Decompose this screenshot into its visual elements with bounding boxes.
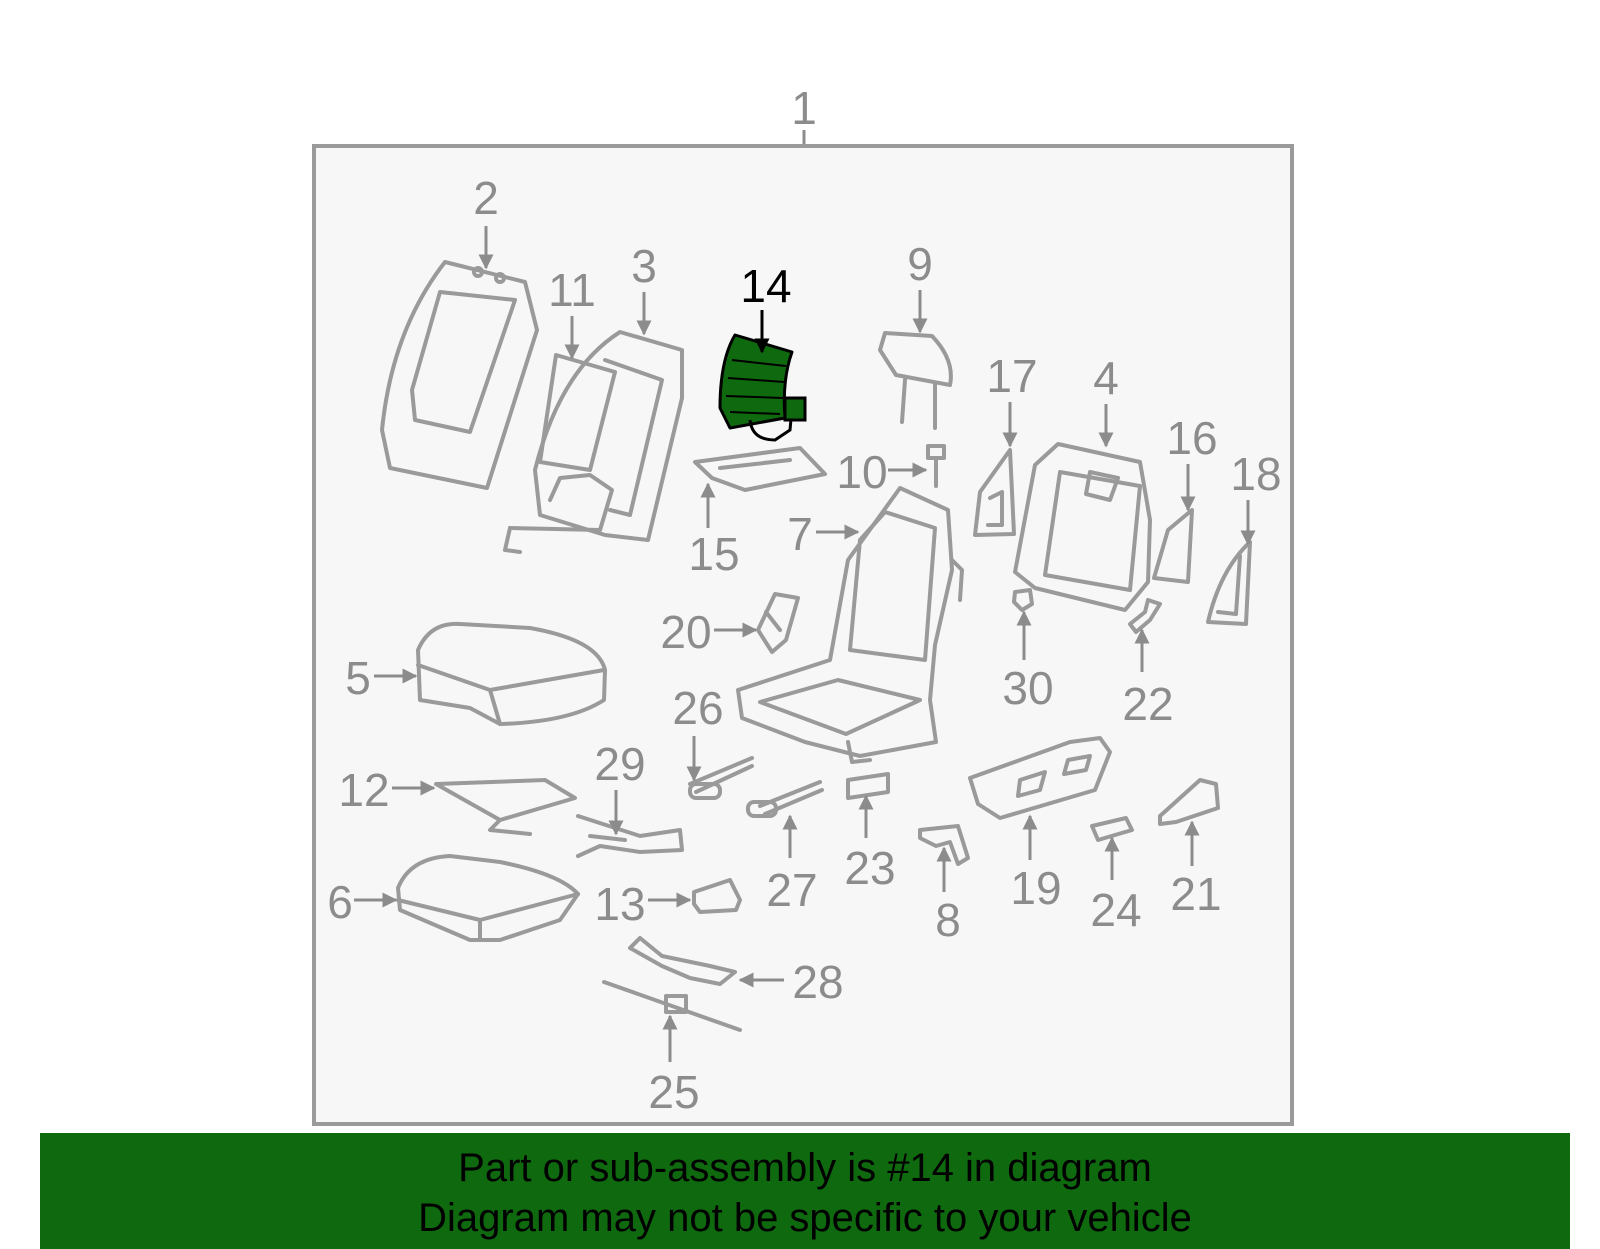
part-7-seat-frame <box>736 486 964 764</box>
part-21-handle <box>1158 778 1220 826</box>
callout-22: 22 <box>1122 678 1173 730</box>
callout-20: 20 <box>660 606 711 658</box>
callout-9: 9 <box>907 238 933 290</box>
callout-16: 16 <box>1166 412 1217 464</box>
callout-15: 15 <box>688 528 739 580</box>
callout-14: 14 <box>740 260 791 312</box>
info-banner: Part or sub-assembly is #14 in diagram D… <box>40 1133 1570 1249</box>
callout-6: 6 <box>327 876 353 928</box>
part-24-trim <box>1090 816 1134 842</box>
part-10-guide <box>926 444 946 488</box>
part-8-bracket <box>918 824 970 866</box>
part-3-back-cover <box>503 330 684 554</box>
callout-17: 17 <box>986 350 1037 402</box>
callout-12: 12 <box>338 764 389 816</box>
callout-30: 30 <box>1002 662 1053 714</box>
callout-3: 3 <box>631 240 657 292</box>
banner-line-2: Diagram may not be specific to your vehi… <box>418 1196 1192 1240</box>
part-28-rail <box>628 936 737 986</box>
callout-1: 1 <box>791 82 817 134</box>
part-20-trim-piece <box>756 592 800 654</box>
part-13-switch <box>692 878 742 914</box>
part-29-harness <box>576 814 684 858</box>
callout-23: 23 <box>844 842 895 894</box>
callout-13: 13 <box>594 878 645 930</box>
callout-29: 29 <box>594 738 645 790</box>
callout-8: 8 <box>935 894 961 946</box>
callout-19: 19 <box>1010 862 1061 914</box>
part-25-cable <box>602 980 742 1032</box>
callout-21: 21 <box>1170 868 1221 920</box>
part-11-back-pad <box>538 353 617 472</box>
assembly-frame <box>312 144 1294 1126</box>
callout-11: 11 <box>548 264 596 316</box>
part-23-pad <box>846 772 890 800</box>
part-17-side-trim <box>973 448 1016 537</box>
part-5-seat-cushion <box>416 621 607 726</box>
callout-28: 28 <box>792 956 843 1008</box>
banner-line-1: Part or sub-assembly is #14 in diagram <box>458 1146 1152 1190</box>
callout-18: 18 <box>1230 448 1281 500</box>
callout-24: 24 <box>1090 884 1141 936</box>
callout-26: 26 <box>672 682 723 734</box>
callout-7: 7 <box>787 508 813 560</box>
callout-5: 5 <box>345 652 371 704</box>
part-15-mat <box>693 446 827 492</box>
callout-2: 2 <box>473 172 499 224</box>
callout-10: 10 <box>836 446 887 498</box>
part-2-back-panel <box>380 260 539 490</box>
part-14-heater-element <box>718 333 807 442</box>
part-27-adjuster <box>746 780 824 818</box>
part-18-cover <box>1206 540 1252 626</box>
part-19-side-shield <box>968 736 1112 820</box>
callout-25: 25 <box>648 1066 699 1118</box>
part-6-seat-cushion <box>396 854 580 942</box>
part-12-pan <box>434 778 577 836</box>
callout-4: 4 <box>1093 352 1119 404</box>
part-16-side-trim <box>1152 508 1194 584</box>
part-30-clip <box>1012 588 1034 612</box>
part-4-back-cushion <box>1013 442 1152 612</box>
part-9-headrest <box>878 331 953 430</box>
callout-27: 27 <box>766 864 817 916</box>
